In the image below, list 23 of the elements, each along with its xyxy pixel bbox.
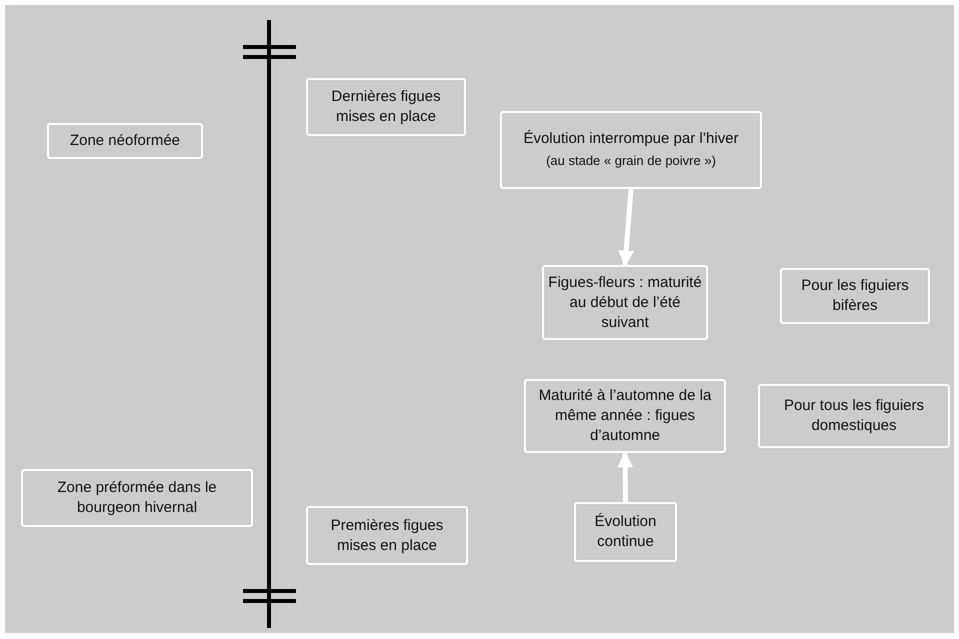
arrow: [618, 188, 634, 267]
label-box: [500, 111, 762, 189]
box-text: Pour tous les figuiers domestiques: [782, 396, 926, 436]
box-text: Évolution interrompue par l’hiver: [522, 129, 740, 149]
box-text: Pour les figuiers bifères: [800, 276, 910, 316]
label-box: [524, 379, 726, 453]
box-text: Dernières figues mises en place: [330, 87, 442, 127]
label-box: [780, 268, 930, 324]
label-box: [306, 78, 466, 136]
label-box: [306, 506, 468, 565]
label-box: [758, 384, 950, 448]
box-text: Figues-fleurs : maturité au début de l’été suivant: [547, 272, 703, 332]
box-text: Maturité à l’automne de la même année : figues d’automne: [538, 386, 712, 446]
box-text: Zone préformée dans le bourgeon hivernal: [56, 478, 218, 518]
box-text: Évolution continue: [594, 512, 658, 552]
label-box: [21, 469, 253, 527]
box-text: Zone néoformée: [68, 131, 182, 151]
arrow: [617, 451, 634, 502]
box-text: Premières figues mises en place: [330, 516, 444, 556]
box-note: (au stade « grain de poivre »): [545, 152, 717, 170]
label-box: [574, 502, 677, 562]
label-box: [542, 265, 708, 340]
label-box: [47, 123, 203, 159]
